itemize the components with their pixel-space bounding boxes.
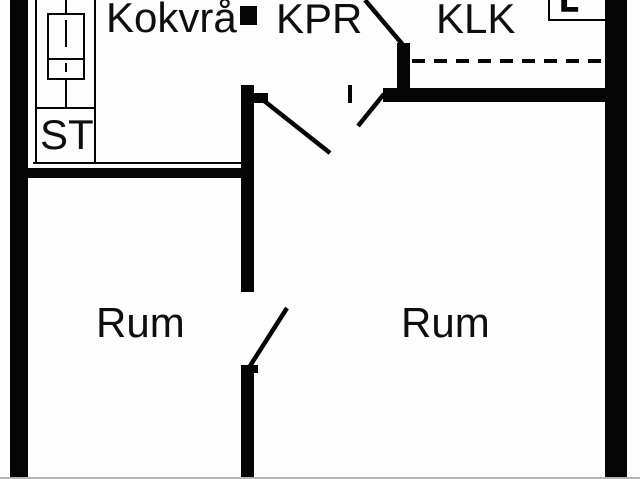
room-label-rum-left: Rum	[96, 299, 185, 346]
unit-centre-line-seg2	[65, 20, 67, 47]
wall-kokvra-south	[28, 168, 254, 178]
door-swing-kpr-top	[363, 0, 405, 47]
shaft-box-left-line	[548, 0, 550, 21]
kokvra-counter-line-right	[94, 0, 96, 163]
stove-sink-divider-line	[49, 58, 83, 60]
room-label-st: ST	[40, 111, 94, 158]
kokvra-floor-line	[33, 162, 241, 164]
door-post-tick	[348, 85, 352, 103]
wall-kpr-klk-divider	[397, 43, 410, 102]
room-label-klk: KLK	[436, 0, 516, 42]
wall-right-exterior	[605, 0, 627, 479]
kokvra-counter-line-left	[35, 0, 37, 163]
wall-hall-divider-upper	[241, 85, 254, 292]
stove-sink-unit-icon	[47, 13, 85, 80]
room-label-kpr: KPR	[276, 0, 363, 42]
wall-kokvra-kpr-stub	[240, 6, 257, 25]
st-closet-top-line	[35, 107, 96, 109]
door-stop-room-divider	[254, 365, 258, 373]
image-bottom-edge-line	[0, 477, 640, 479]
unit-centre-line-seg4	[65, 80, 67, 107]
door-swing-room-divider	[248, 306, 289, 368]
wall-left-exterior	[10, 0, 28, 479]
klk-overhead-shelf-dashed-line	[412, 59, 605, 63]
shaft-box-bottom-line	[548, 19, 607, 21]
door-swing-hall-right	[356, 92, 386, 128]
shaft-label: L	[559, 0, 579, 18]
door-swing-hall-left	[261, 98, 332, 155]
door-stop-hall	[254, 93, 268, 103]
room-label-rum-right: Rum	[401, 299, 490, 346]
room-label-kokvra: Kokvrå	[106, 0, 237, 41]
unit-centre-line-seg3	[65, 63, 67, 72]
wall-room-divider-lower	[241, 365, 254, 479]
unit-centre-line-seg1	[65, 0, 67, 13]
wall-right-room-north	[383, 88, 627, 102]
